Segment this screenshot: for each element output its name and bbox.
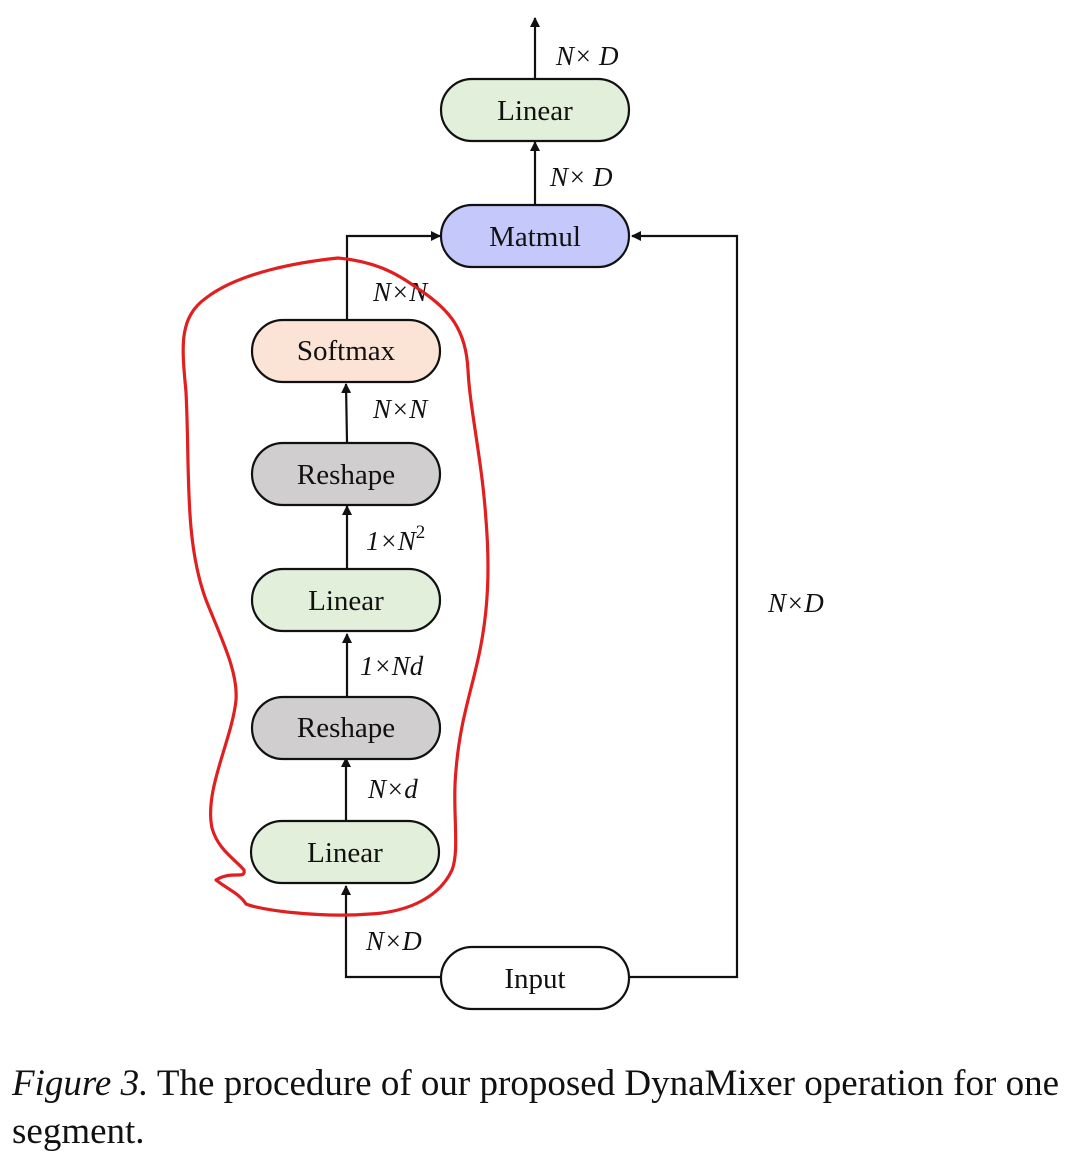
linear-bottom-box bbox=[249, 819, 441, 885]
dim-output: N× D bbox=[555, 41, 619, 71]
linear-mid-node: Linear bbox=[250, 567, 442, 633]
reshape-lower-label: Reshape bbox=[297, 712, 395, 744]
arrow-skip-input-to-matmul bbox=[630, 231, 739, 979]
reshape-lower-node: Reshape bbox=[250, 695, 442, 761]
dim-reshape-to-linear: 1×Nd bbox=[360, 651, 424, 681]
reshape-upper-box bbox=[250, 441, 442, 507]
linear-mid-box bbox=[250, 567, 442, 633]
linear-mid-label: Linear bbox=[308, 585, 384, 617]
dim-skip: N×D bbox=[767, 588, 824, 618]
dim-linear-to-reshape-lower: N×d bbox=[367, 774, 418, 804]
dynamixer-diagram: Linear Matmul Softmax Reshape Linear Res… bbox=[181, 17, 824, 1011]
dim-linear-to-reshape-base: 1×N bbox=[366, 526, 418, 556]
dim-matmul-to-linear: N× D bbox=[549, 162, 613, 192]
input-label: Input bbox=[504, 963, 565, 995]
reshape-upper-label: Reshape bbox=[297, 459, 395, 491]
softmax-label: Softmax bbox=[297, 335, 396, 367]
matmul-box bbox=[439, 203, 631, 269]
linear-top-box bbox=[439, 77, 631, 143]
dim-input-to-linear: N×D bbox=[365, 926, 422, 956]
reshape-lower-box bbox=[250, 695, 442, 761]
matmul-label: Matmul bbox=[489, 221, 581, 253]
caption-text: The procedure of our proposed DynaMixer … bbox=[12, 1063, 1059, 1152]
figure-caption: Figure 3. The procedure of our proposed … bbox=[12, 1060, 1068, 1156]
highlight-annotation bbox=[181, 256, 490, 917]
dim-linear-to-reshape: 1×N2 bbox=[366, 522, 425, 556]
matmul-node: Matmul bbox=[439, 203, 631, 269]
softmax-node: Softmax bbox=[250, 318, 442, 384]
linear-top-node: Linear bbox=[439, 77, 631, 143]
dim-reshape-to-softmax: N×N bbox=[372, 394, 429, 424]
linear-bottom-node: Linear bbox=[249, 819, 441, 885]
figure-label: Figure 3. bbox=[12, 1063, 149, 1104]
linear-bottom-label: Linear bbox=[307, 837, 383, 869]
linear-top-label: Linear bbox=[497, 95, 573, 127]
input-node: Input bbox=[439, 945, 631, 1011]
dim-softmax-out: N×N bbox=[372, 277, 429, 307]
softmax-box bbox=[250, 318, 442, 384]
arrow-reshape-to-softmax bbox=[341, 383, 352, 443]
input-box bbox=[439, 945, 631, 1011]
dim-linear-to-reshape-sup: 2 bbox=[416, 522, 426, 543]
reshape-upper-node: Reshape bbox=[250, 441, 442, 507]
arrow-softmax-to-matmul bbox=[345, 231, 441, 320]
